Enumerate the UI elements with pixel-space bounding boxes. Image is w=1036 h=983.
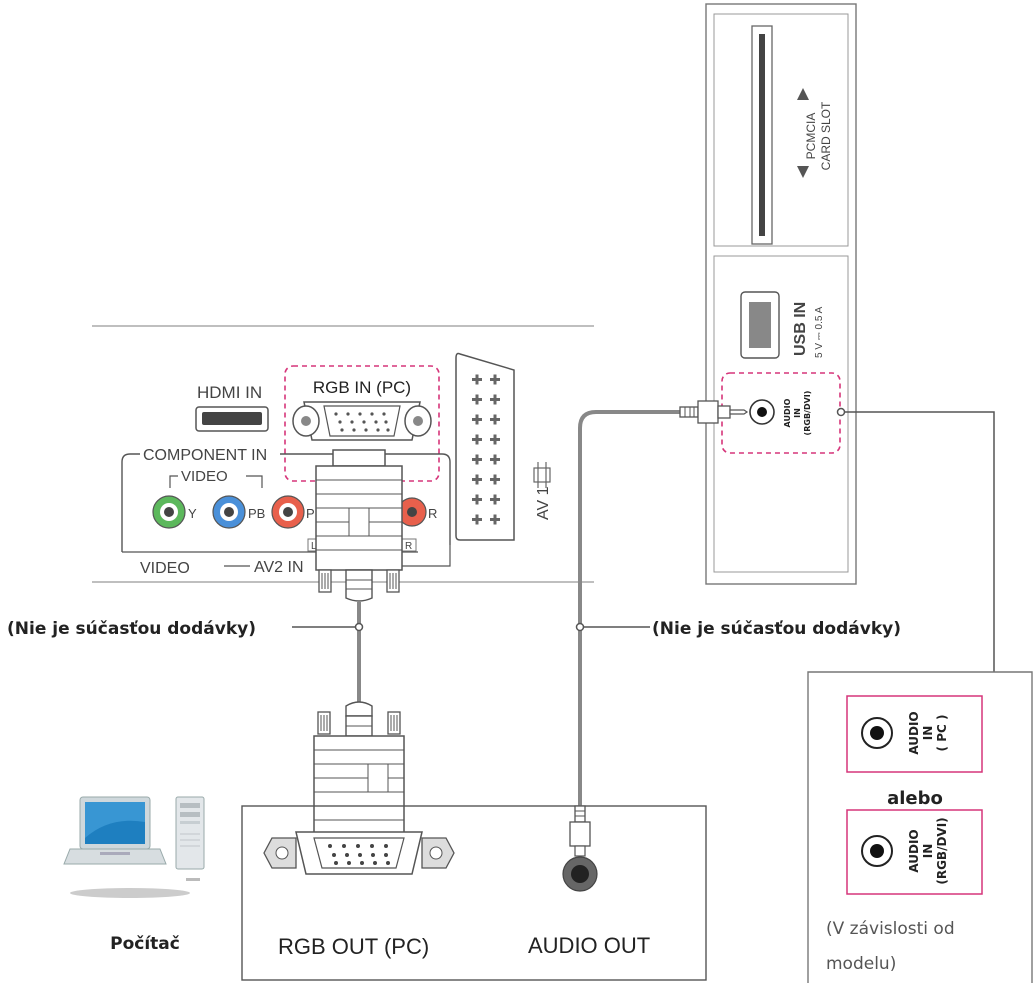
audio-plug-top — [679, 400, 749, 424]
jack-pr — [271, 495, 305, 529]
pcmcia-arrow-down-icon — [797, 166, 809, 178]
or-label: alebo — [887, 788, 943, 809]
jack-y-label: Y — [188, 506, 197, 521]
usb-in-label: USB IN — [792, 302, 809, 356]
rgb-plug-top — [315, 449, 403, 602]
audio-in-pc-jack — [861, 717, 893, 749]
audio-in-label-line1: AUDIO — [783, 398, 792, 427]
audio-cable-note: (Nie je súčasťou dodávky) — [652, 619, 901, 639]
variant2-line2: IN — [921, 844, 935, 859]
jack-r-label: R — [428, 506, 437, 521]
variant1-line3: ( PC ) — [935, 715, 949, 752]
video-sub-label: VIDEO — [181, 468, 228, 485]
tv-side-panel: PCMCIA CARD SLOT USB IN 5 V ⎓ 0.5 A AUDI… — [705, 3, 857, 585]
variant1-line2: IN — [921, 726, 935, 741]
hdmi-port — [195, 406, 269, 432]
jack-pr-label: P — [306, 506, 315, 521]
rgb-out-port — [263, 831, 455, 875]
component-in-label: COMPONENT IN — [143, 447, 267, 464]
variant-box: AUDIO IN ( PC ) alebo AUDIO IN (RGB/DVI)… — [807, 671, 1033, 983]
usb-port — [740, 291, 780, 359]
variant2-line1: AUDIO — [907, 829, 921, 872]
pc-connector-box — [241, 805, 707, 981]
pcmcia-arrow-up-icon — [797, 88, 809, 100]
audio-in-rgbdvi-jack — [861, 835, 893, 867]
scart-symbol-icon — [533, 462, 551, 488]
variant-note-line2: modelu) — [826, 954, 896, 974]
audio-out-jack — [562, 856, 598, 892]
jack-pb — [212, 495, 246, 529]
variant1-line1: AUDIO — [907, 711, 921, 754]
rgb-in-label: RGB IN (PC) — [313, 378, 411, 397]
pcmcia-label-line1: PCMCIA — [804, 113, 818, 160]
pcmcia-label-line2: CARD SLOT — [819, 101, 833, 170]
video-label: VIDEO — [140, 560, 190, 577]
jack-y — [152, 495, 186, 529]
jack-l-small-label: L — [311, 541, 317, 552]
tv-back-panel: HDMI IN RGB IN (PC) COMPONENT IN VIDEO — [92, 325, 594, 583]
computer-icon — [63, 796, 205, 898]
av2-in-label: AV2 IN — [254, 559, 304, 576]
audio-cable — [578, 410, 680, 806]
pcmcia-slot — [751, 25, 773, 245]
rgb-in-port — [292, 401, 432, 441]
audio-in-label-line3: (RGB/DVI) — [803, 391, 812, 436]
audio-in-jack — [749, 399, 775, 425]
rgb-plug-bottom — [313, 701, 405, 835]
jack-audio-r — [397, 497, 427, 527]
pc-caption: Počítač — [110, 934, 180, 954]
rgb-cable-note: (Nie je súčasťou dodávky) — [7, 619, 256, 639]
scart-port — [455, 352, 515, 541]
variant2-line3: (RGB/DVI) — [935, 817, 949, 884]
av1-label: AV 1 — [535, 486, 552, 520]
jack-r-small-label: R — [405, 541, 412, 552]
variant-note-line1: (V závislosti od — [826, 919, 955, 939]
audio-in-label-line2: IN — [793, 408, 802, 418]
usb-rating-label: 5 V ⎓ 0.5 A — [814, 306, 825, 358]
variant-leader-line — [841, 411, 995, 672]
rgb-out-label: RGB OUT (PC) — [278, 934, 429, 959]
rgb-in-highlight — [284, 365, 440, 482]
jack-pb-label: PB — [248, 506, 265, 521]
audio-out-label: AUDIO OUT — [528, 933, 650, 958]
hdmi-in-label: HDMI IN — [197, 383, 262, 402]
